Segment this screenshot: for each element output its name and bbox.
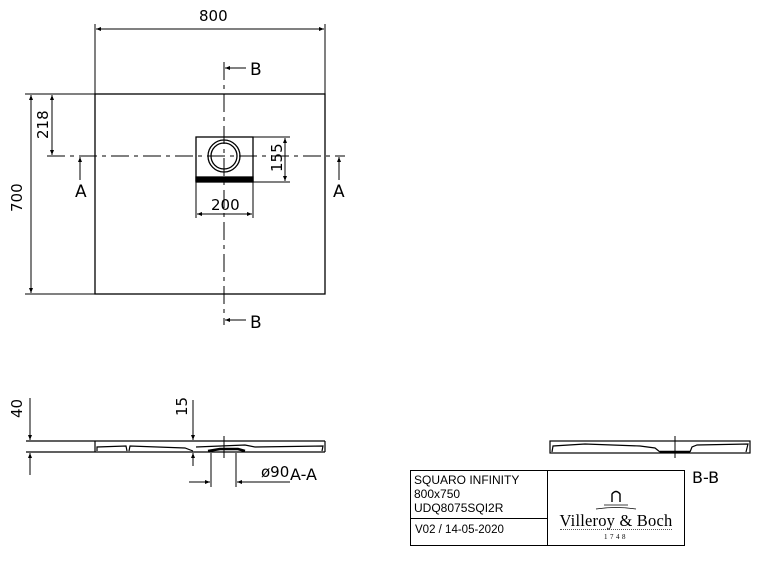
height-dim-label: 700	[8, 183, 26, 212]
brand-year: 1748	[604, 533, 628, 541]
product-info: SQUARO INFINITY 800x750 UDQ8075SQI2R	[411, 471, 547, 519]
width-dim-label: 800	[199, 7, 228, 25]
section-a-right-label: A	[333, 182, 345, 202]
section-aa-view	[26, 398, 326, 487]
brand-name: Villeroy & Boch	[559, 511, 673, 530]
section-bb-label: B-B	[692, 468, 720, 487]
article-code: UDQ8075SQI2R	[414, 501, 504, 515]
version-date: V02 / 14-05-2020	[415, 524, 504, 536]
product-size: 800x750	[414, 487, 461, 501]
drain-width-dim-label: 200	[211, 196, 240, 214]
tray-outline	[94, 93, 326, 295]
title-block: SQUARO INFINITY 800x750 UDQ8075SQI2R V02…	[410, 470, 685, 546]
section-bb-view	[549, 436, 751, 458]
product-name: SQUARO INFINITY	[414, 473, 520, 487]
title-block-info-column: SQUARO INFINITY 800x750 UDQ8075SQI2R V02…	[411, 471, 548, 545]
section-a-left-label: A	[75, 182, 87, 202]
section-b-bottom-label: B	[250, 313, 262, 333]
section-aa-label: A-A	[290, 465, 317, 484]
brand-logo: Villeroy & Boch 1748	[548, 471, 684, 545]
depth-dim-label: 15	[173, 397, 191, 416]
drain-diameter-dim-label: ø90	[261, 463, 289, 481]
faucet-logo-icon	[595, 490, 637, 510]
plan-view	[25, 24, 345, 325]
drain-height-dim-label: 155	[268, 143, 286, 172]
section-b-top-label: B	[250, 60, 262, 80]
section-height-dim-label: 40	[8, 399, 26, 418]
offset-dim-label: 218	[34, 110, 52, 139]
